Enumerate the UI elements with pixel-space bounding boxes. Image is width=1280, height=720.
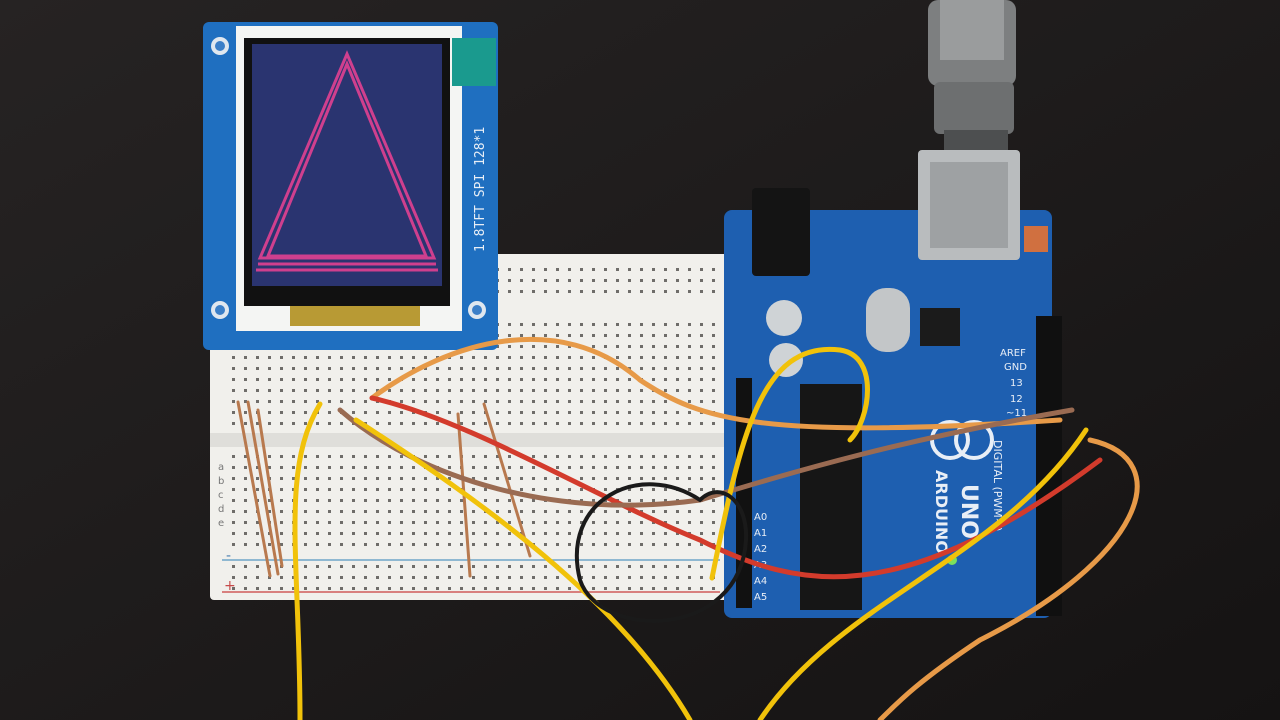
wire-orange: [369, 336, 1063, 431]
pin-label-12: 12: [1010, 394, 1023, 405]
small-ic: [920, 308, 960, 346]
wire-yellow-loop: [709, 346, 870, 581]
rail-plus-label: +: [224, 578, 236, 594]
arduino-model-text: UNO: [956, 484, 981, 539]
power-jack: [752, 188, 810, 276]
wire-orange-right: [877, 437, 1140, 720]
arduino-brand-text: ARDUINO: [932, 470, 951, 554]
row-letter-c: c: [218, 490, 224, 501]
row-letter-d: d: [218, 504, 224, 515]
tft-side-label: 1.8TFT SPI 128*1: [473, 127, 488, 252]
tft-screen: [252, 44, 442, 286]
jumper-wires: [292, 336, 1140, 720]
pin-label-a4: A4: [754, 576, 767, 587]
reset-button: [1024, 226, 1048, 252]
triangle-drawing: [256, 50, 438, 272]
tft-module: 1.8TFT SPI 128*1: [203, 22, 498, 350]
digital-label: DIGITAL (PWM~): [991, 440, 1004, 531]
wire-yellow-right: [757, 427, 1089, 720]
capacitor-2: [769, 343, 803, 377]
pin-label-11: ~11: [1006, 408, 1027, 419]
wire-yellow-left: [292, 401, 323, 720]
pin-label-a5: A5: [754, 592, 767, 603]
row-letter-b: b: [218, 476, 224, 487]
pin-label-gnd: GND: [1004, 362, 1027, 373]
row-letter-a: a: [218, 462, 224, 473]
row-letters: a b c d e: [218, 462, 224, 529]
resistors: [236, 400, 532, 578]
atmega-chip: [800, 384, 862, 610]
pin-label-a1: A1: [754, 528, 767, 539]
wire-red: [369, 395, 1103, 580]
pin-label-13: 13: [1010, 378, 1023, 389]
pin-label-a0: A0: [754, 512, 767, 523]
pin-labels-top: AREF GND 13 12 ~11: [1000, 348, 1027, 419]
crystal: [866, 288, 910, 352]
row-letter-e: e: [218, 518, 224, 529]
capacitor-1: [766, 300, 802, 336]
pin-label-aref: AREF: [1000, 348, 1026, 359]
wire-yellow-long: [353, 417, 693, 720]
arduino-uno: ARDUINO UNO DIGITAL (PWM~) AREF GND 13 1…: [724, 150, 1062, 618]
wire-black-loop: [574, 482, 749, 623]
rail-minus-label: -: [226, 548, 231, 564]
pin-label-a2: A2: [754, 544, 767, 555]
